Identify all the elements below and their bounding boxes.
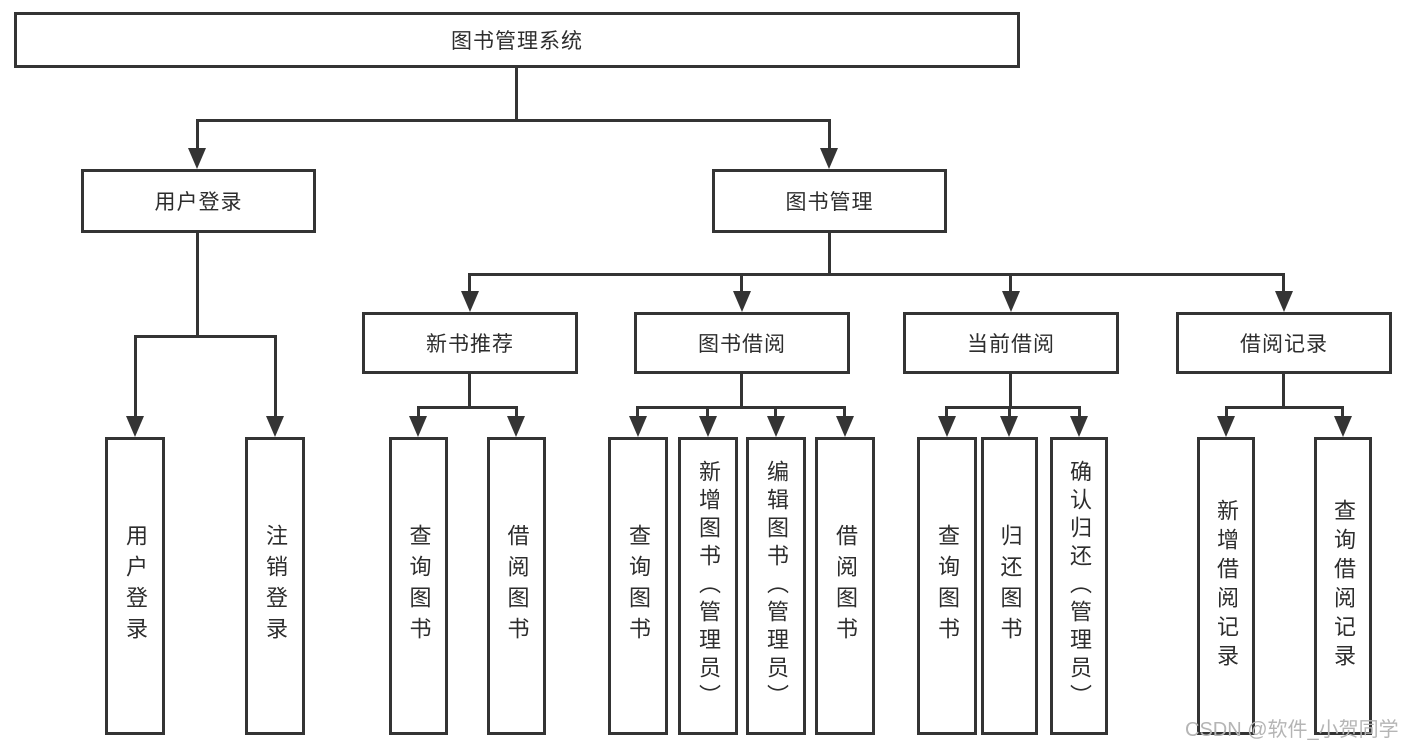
- arrow-down-icon: [461, 291, 479, 312]
- connector-book-mgmt-stem: [828, 233, 831, 275]
- leaf-query-book-3-label: 查询图书: [935, 524, 960, 648]
- arrow-down-icon: [1275, 291, 1293, 312]
- node-book-mgmt-label: 图书管理: [785, 191, 874, 214]
- leaf-logout-label: 注销登录: [263, 524, 288, 648]
- connector-drop: [636, 406, 639, 418]
- leaf-query-book-1: 查询图书: [389, 437, 448, 735]
- node-book-mgmt: 图书管理: [712, 169, 947, 233]
- connector-drop: [1341, 406, 1344, 418]
- arrow-down-icon: [1334, 416, 1352, 437]
- leaf-edit-book-label: 编辑图书（管理员）: [764, 460, 789, 712]
- leaf-borrow-book-2-label: 借阅图书: [833, 524, 858, 648]
- connector-drop-leaf-logout: [274, 335, 277, 417]
- leaf-borrow-book-1: 借阅图书: [487, 437, 546, 735]
- arrow-down-icon: [767, 416, 785, 437]
- connector-drop-book-mgmt: [828, 119, 831, 150]
- connector-drop-borrow-record: [1282, 273, 1285, 293]
- leaf-user-login-label: 用户登录: [123, 524, 148, 648]
- arrow-down-icon: [1070, 416, 1088, 437]
- connector-borrow-record-bus: [1225, 406, 1344, 409]
- node-library-system-label: 图书管理系统: [451, 30, 583, 53]
- connector-drop-new-book: [468, 273, 471, 293]
- connector-drop-book-borrow: [740, 273, 743, 293]
- connector-root-stem: [515, 68, 518, 121]
- leaf-query-book-2-label: 查询图书: [626, 524, 651, 648]
- connector-level2-bus: [196, 119, 830, 122]
- connector-drop: [774, 406, 777, 418]
- connector-drop: [1078, 406, 1081, 418]
- connector-drop: [1225, 406, 1228, 418]
- connector-borrow-record-stem: [1282, 374, 1285, 408]
- leaf-confirm-return-label: 确认归还（管理员）: [1067, 460, 1092, 712]
- node-new-book: 新书推荐: [362, 312, 578, 374]
- leaf-edit-book: 编辑图书（管理员）: [746, 437, 806, 735]
- arrow-down-icon: [836, 416, 854, 437]
- node-current-borrow: 当前借阅: [903, 312, 1119, 374]
- connector-book-borrow-bus: [636, 406, 846, 409]
- leaf-add-record: 新增借阅记录: [1197, 437, 1255, 735]
- arrow-down-icon: [1000, 416, 1018, 437]
- connector-drop: [843, 406, 846, 418]
- connector-drop: [1008, 406, 1011, 418]
- leaf-borrow-book-2: 借阅图书: [815, 437, 875, 735]
- leaf-logout: 注销登录: [245, 437, 305, 735]
- connector-drop: [706, 406, 709, 418]
- connector-drop: [945, 406, 948, 418]
- arrow-down-icon: [507, 416, 525, 437]
- connector-drop: [417, 406, 420, 418]
- arrow-down-icon: [409, 416, 427, 437]
- csdn-watermark: CSDN @软件_小贺同学: [1185, 719, 1399, 741]
- arrow-down-icon: [629, 416, 647, 437]
- connector-drop-current-borrow: [1009, 273, 1012, 293]
- arrow-down-icon: [938, 416, 956, 437]
- connector-level3-bus: [468, 273, 1285, 276]
- leaf-add-book-label: 新增图书（管理员）: [696, 460, 721, 712]
- node-current-borrow-label: 当前借阅: [967, 333, 1055, 356]
- node-book-borrow: 图书借阅: [634, 312, 850, 374]
- leaf-return-book-label: 归还图书: [997, 524, 1023, 648]
- arrow-down-icon: [188, 148, 206, 169]
- node-new-book-label: 新书推荐: [426, 333, 514, 356]
- node-library-system: 图书管理系统: [14, 12, 1020, 68]
- connector-current-borrow-stem: [1009, 374, 1012, 408]
- connector-drop: [515, 406, 518, 418]
- arrow-down-icon: [733, 291, 751, 312]
- connector-drop-user-login: [196, 119, 199, 150]
- node-borrow-record: 借阅记录: [1176, 312, 1392, 374]
- leaf-query-record: 查询借阅记录: [1314, 437, 1372, 735]
- connector-drop-leaf-user-login: [134, 335, 137, 417]
- arrow-down-icon: [126, 416, 144, 437]
- arrow-down-icon: [820, 148, 838, 169]
- node-user-login-label: 用户登录: [154, 191, 243, 214]
- leaf-return-book: 归还图书: [981, 437, 1038, 735]
- leaf-query-book-1-label: 查询图书: [406, 524, 432, 648]
- connector-current-borrow-bus: [945, 406, 1081, 409]
- leaf-add-book: 新增图书（管理员）: [678, 437, 738, 735]
- leaf-borrow-book-1-label: 借阅图书: [504, 524, 530, 648]
- connector-new-book-stem: [468, 374, 471, 408]
- arrow-down-icon: [699, 416, 717, 437]
- leaf-query-book-3: 查询图书: [917, 437, 977, 735]
- arrow-down-icon: [1217, 416, 1235, 437]
- leaf-user-login: 用户登录: [105, 437, 165, 735]
- leaf-query-record-label: 查询借阅记录: [1331, 499, 1356, 673]
- leaf-confirm-return: 确认归还（管理员）: [1050, 437, 1108, 735]
- node-user-login: 用户登录: [81, 169, 316, 233]
- leaf-add-record-label: 新增借阅记录: [1214, 499, 1239, 673]
- connector-new-book-bus: [417, 406, 518, 409]
- node-book-borrow-label: 图书借阅: [698, 333, 786, 356]
- node-borrow-record-label: 借阅记录: [1240, 333, 1328, 356]
- connector-user-login-bus: [134, 335, 276, 338]
- leaf-query-book-2: 查询图书: [608, 437, 668, 735]
- connector-user-login-stem: [196, 233, 199, 337]
- connector-book-borrow-stem: [740, 374, 743, 408]
- arrow-down-icon: [1002, 291, 1020, 312]
- arrow-down-icon: [266, 416, 284, 437]
